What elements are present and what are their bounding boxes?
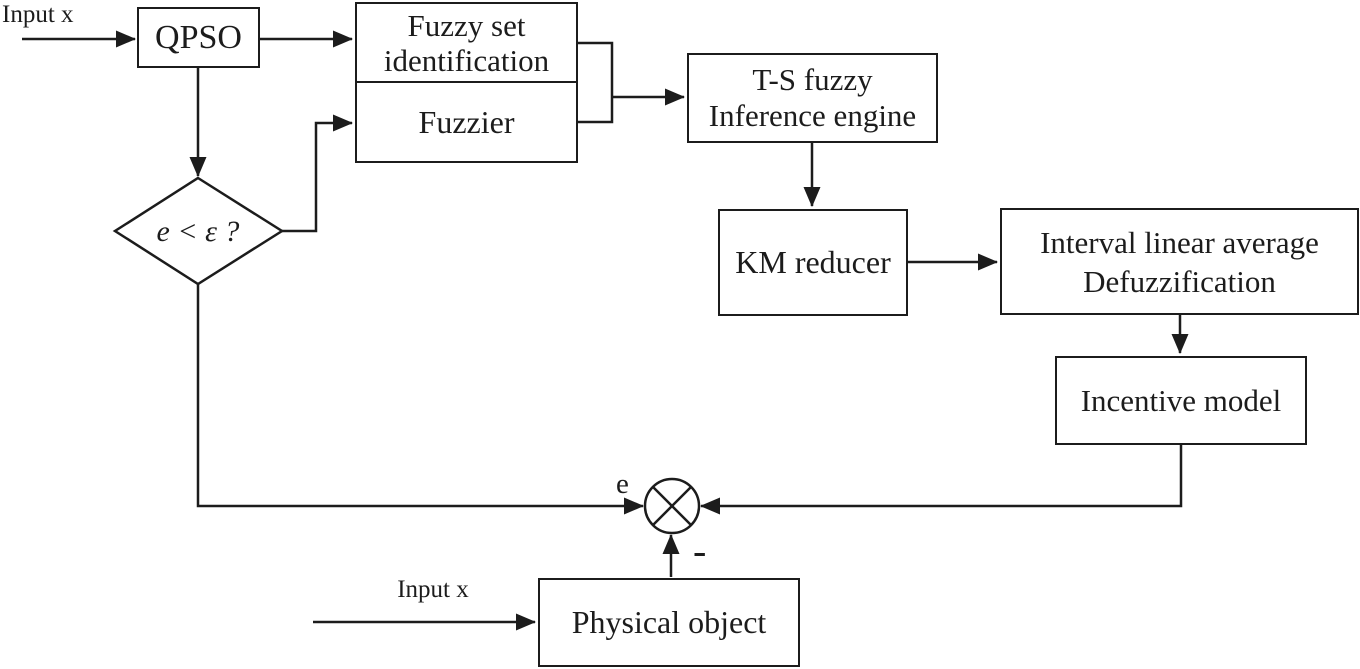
node-km-reducer: KM reducer <box>718 209 908 316</box>
defuzzification-label-line2: Defuzzification <box>1083 263 1276 299</box>
arrow-decision-to-summing-junction <box>196 284 644 515</box>
fuzzier-label: Fuzzier <box>418 103 515 140</box>
ts-fuzzy-label-line1: T-S fuzzy <box>752 62 873 97</box>
input-x-bottom-label: Input x <box>397 576 469 603</box>
arrow-decision-to-fuzzier <box>282 114 353 233</box>
km-reducer-label: KM reducer <box>735 244 891 280</box>
input-x-top-label: Input x <box>2 1 74 28</box>
node-physical-object: Physical object <box>538 578 800 667</box>
node-qpso-label: QPSO <box>155 19 242 56</box>
arrow-incentive-to-summing-junction <box>700 445 1183 515</box>
error-signal-label: e <box>616 468 629 500</box>
bracket-fuzzy-outputs <box>578 41 614 124</box>
node-qpso: QPSO <box>137 7 260 68</box>
node-interval-linear-average-defuzzification: Interval linear average Defuzzification <box>1000 208 1359 315</box>
ts-fuzzy-label-line2: Inference engine <box>708 98 917 133</box>
summing-junction-cross-b <box>652 486 692 526</box>
fuzzy-set-label-line1: Fuzzy set <box>407 7 526 43</box>
minus-sign-label: - <box>693 528 707 573</box>
node-ts-fuzzy-inference-engine: T-S fuzzy Inference engine <box>687 53 938 143</box>
physical-object-label: Physical object <box>571 604 767 640</box>
node-fuzzy-group: Fuzzy set identification Fuzzier <box>355 2 578 163</box>
decision-diamond <box>112 176 285 286</box>
incentive-model-label: Incentive model <box>1080 383 1282 418</box>
decision-condition-text: e < ε ? <box>156 215 240 248</box>
node-fuzzy-set-identification: Fuzzy set identification <box>357 4 576 83</box>
fuzzy-set-label-line2: identification <box>383 42 550 78</box>
defuzzification-label-line1: Interval linear average <box>1040 224 1319 260</box>
decision-diamond-label: e < ε ? <box>120 212 276 252</box>
node-fuzzier: Fuzzier <box>357 83 576 161</box>
node-incentive-model: Incentive model <box>1055 356 1307 445</box>
